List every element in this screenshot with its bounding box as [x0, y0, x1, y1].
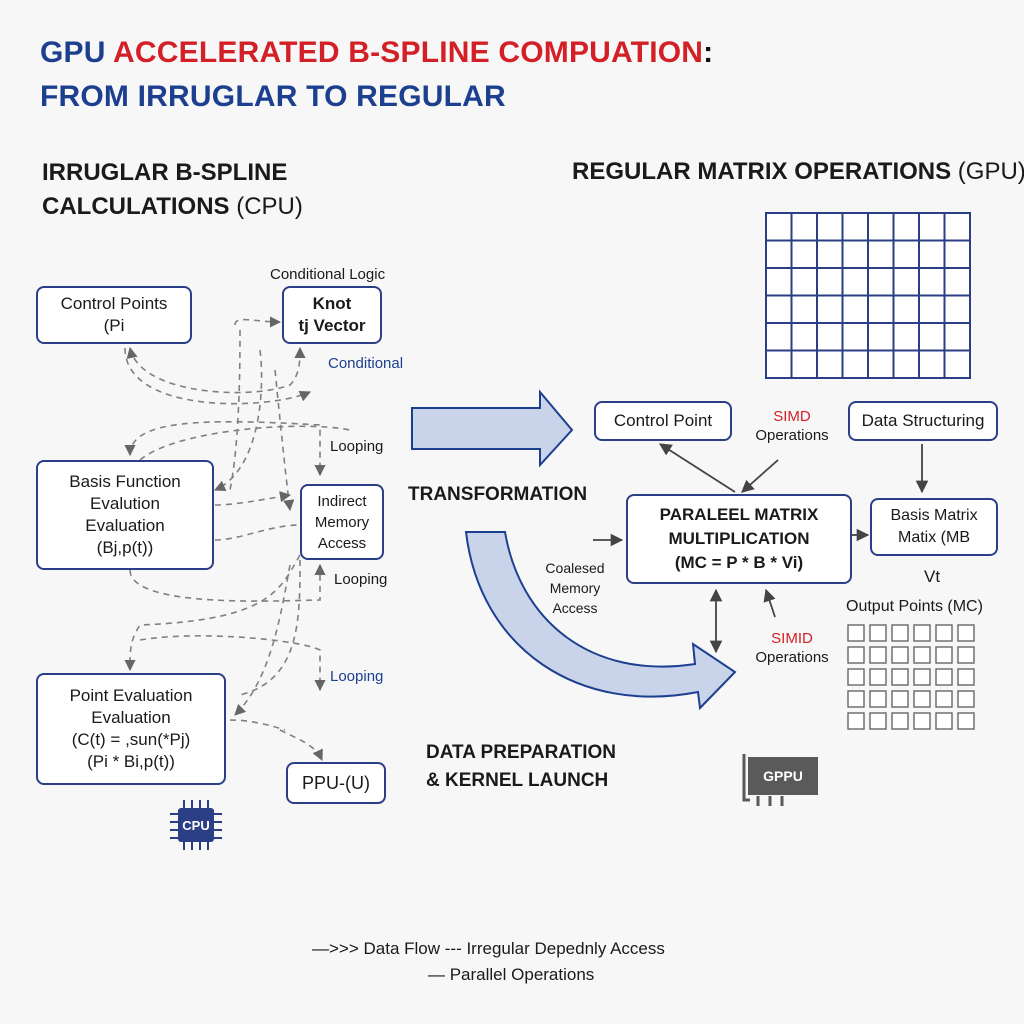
- basis-function-line2: Evalution: [90, 494, 160, 513]
- left-heading-paren: (CPU): [236, 193, 303, 220]
- gpu-card-label: GPPU: [763, 768, 803, 784]
- transformation-label: TRANSFORMATION: [408, 484, 588, 505]
- basis-matrix-line1: Basis Matrix: [890, 507, 978, 524]
- coalesced-line1: Coalesed: [545, 560, 605, 576]
- right-heading-paren: (GPU): [957, 158, 1024, 185]
- output-points-grid: [847, 624, 975, 730]
- regular-matrix-grid: [765, 212, 971, 379]
- looping-label-1: Looping: [330, 438, 384, 455]
- knot-vector-label: tj Vector: [298, 316, 366, 335]
- ppu-label: PPU-(U): [302, 773, 370, 793]
- point-evaluation-formula1: (C(t) = ,sun(*Pj): [71, 730, 191, 749]
- parallel-matrix-line2: MULTIPLICATION: [668, 529, 810, 548]
- right-section-heading: REGULAR MATRIX OPERATIONS (GPU): [572, 155, 1024, 189]
- data-prep-line2: & KERNEL LAUNCH: [426, 770, 609, 791]
- coalesced-memory-label: Coalesed Memory Access: [538, 558, 612, 618]
- basis-function-line3: Evaluation: [85, 516, 165, 535]
- cpu-chip-label: CPU: [182, 817, 210, 833]
- kernel-launch-arrow: [464, 531, 737, 711]
- legend-data-flow: —>>> Data Flow --- Irregular Depednly Ac…: [312, 939, 665, 958]
- control-points-label: Control Points: [60, 294, 168, 313]
- data-prep-line1: DATA PREPARATION: [426, 742, 616, 763]
- parallel-matrix-node: PARALEEL MATRIX MULTIPLICATION (MC = P *…: [626, 494, 852, 584]
- parallel-solid-arrows: [593, 443, 929, 654]
- page-subtitle: FROM IRRUGLAR TO REGULAR: [40, 80, 506, 113]
- point-evaluation-formula2: (Pi * Bi,p(t)): [87, 752, 175, 771]
- simid-operations-text: Operations: [755, 649, 829, 666]
- left-heading-line2: CALCULATIONS (CPU): [42, 190, 303, 224]
- basis-function-node: Basis Function Evalution Evaluation (Bj,…: [36, 460, 214, 570]
- simd-operations-top: SIMD Operations: [752, 407, 832, 445]
- control-point-label: Control Point: [613, 411, 713, 430]
- simid-red: SIMID: [771, 630, 813, 647]
- parallel-matrix-formula: (MC = P * B * Vi): [674, 553, 804, 572]
- control-points-symbol: (Pi: [103, 316, 125, 335]
- control-points-node: Control Points (Pi: [36, 286, 192, 344]
- point-evaluation-line2: Evaluation: [91, 708, 171, 727]
- left-section-heading: IRRUGLAR B-SPLINE CALCULATIONS (CPU): [42, 156, 303, 224]
- data-preparation-label: DATA PREPARATION & KERNEL LAUNCH: [426, 739, 616, 795]
- coalesced-line2: Memory: [549, 580, 601, 596]
- basis-function-formula: (Bj,p(t)): [96, 538, 154, 557]
- indirect-memory-node: Indirect Memory Access: [300, 484, 384, 560]
- page-title: GPU ACCELERATED B-SPLINE COMPUATION:: [40, 36, 713, 70]
- output-points-label: Output Points (MC): [846, 598, 983, 615]
- control-point-node: Control Point: [594, 401, 732, 441]
- point-evaluation-node: Point Evaluation Evaluation (C(t) = ,sun…: [36, 673, 226, 785]
- title-part-main: ACCELERATED B-SPLINE COMPUATION: [113, 36, 704, 69]
- basis-matrix-node: Basis Matrix Matix (MB: [870, 498, 998, 556]
- simd-top-operations: Operations: [755, 427, 829, 444]
- point-evaluation-line1: Point Evaluation: [69, 686, 193, 705]
- title-part-colon: :: [703, 36, 714, 69]
- simd-top-red: SIMD: [773, 408, 811, 425]
- looping-label-2: Looping: [334, 571, 388, 588]
- basis-matrix-line2: Matix (MB: [898, 529, 970, 546]
- simid-operations: SIMID Operations: [750, 629, 834, 667]
- gpu-card-icon: GPPU: [748, 757, 818, 795]
- irregular-dashed-flows: [124, 316, 351, 762]
- basis-function-line1: Basis Function: [69, 472, 181, 491]
- left-heading-calc: CALCULATIONS: [42, 193, 230, 220]
- ppu-node: PPU-(U): [286, 762, 386, 804]
- conditional-label: Conditional: [328, 355, 404, 372]
- vt-label: Vt: [924, 567, 941, 586]
- indirect-memory-line3: Access: [317, 534, 367, 552]
- data-structuring-label: Data Structuring: [861, 411, 985, 430]
- legend-parallel: — Parallel Operations: [428, 965, 595, 984]
- parallel-matrix-line1: PARALEEL MATRIX: [659, 505, 819, 524]
- gpu-card-bracket: [742, 754, 784, 806]
- knot-label: Knot: [312, 294, 352, 313]
- cpu-chip-icon: CPU: [178, 808, 214, 842]
- data-structuring-node: Data Structuring: [848, 401, 998, 441]
- cpu-chip-pins: [170, 800, 222, 850]
- indirect-memory-line1: Indirect: [317, 492, 367, 510]
- coalesced-line3: Access: [552, 600, 598, 616]
- title-part-gpu: GPU: [40, 36, 114, 69]
- indirect-memory-line2: Memory: [314, 513, 370, 531]
- knot-vector-node: Knot tj Vector: [282, 286, 382, 344]
- conditional-logic-label: Conditional Logic: [270, 266, 386, 283]
- transformation-arrow: [411, 389, 574, 468]
- right-heading-text: REGULAR MATRIX OPERATIONS: [572, 158, 952, 185]
- looping-label-3: Looping: [330, 668, 384, 685]
- left-heading-line1: IRRUGLAR B-SPLINE: [42, 159, 288, 186]
